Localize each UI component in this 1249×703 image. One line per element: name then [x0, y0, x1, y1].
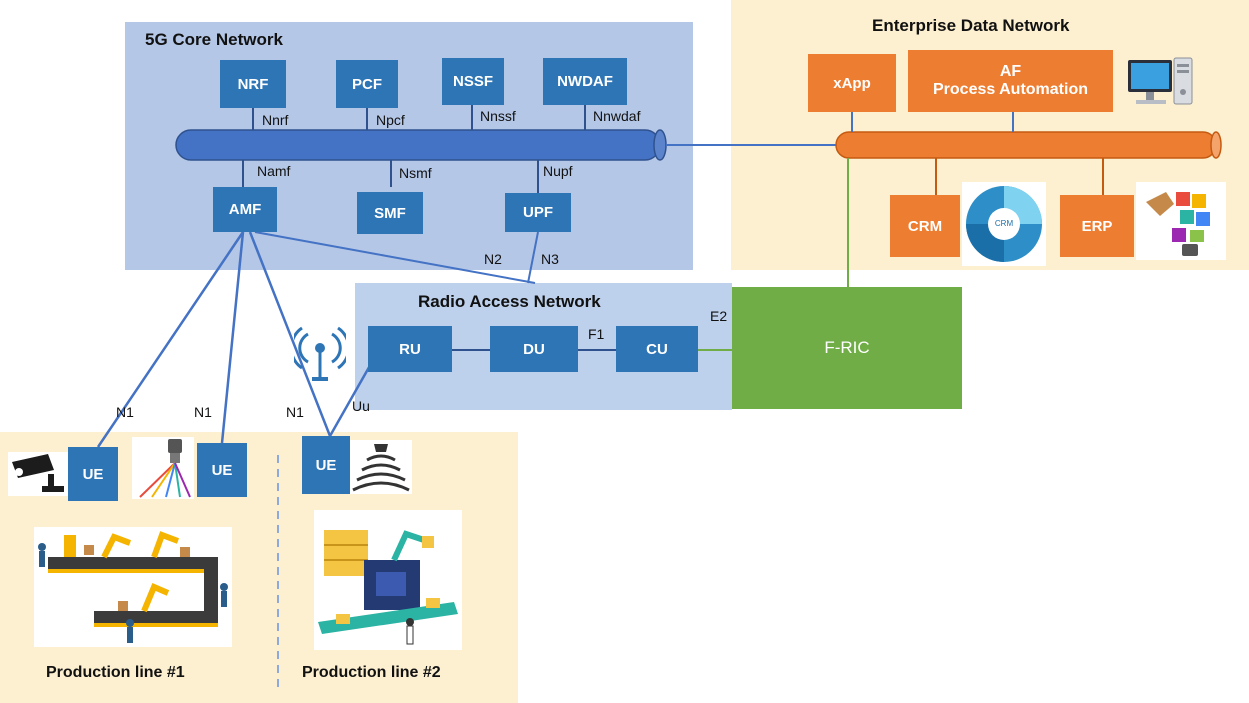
- camera-icon: [8, 452, 68, 496]
- nupf-label: Nupf: [543, 163, 573, 179]
- e2-label: E2: [710, 308, 728, 324]
- n2-label: N2: [484, 251, 502, 267]
- erp-node[interactable]: ERP: [1060, 195, 1134, 257]
- crm-node[interactable]: CRM: [890, 195, 960, 257]
- antenna-icon: [294, 326, 346, 381]
- core-network-title: 5G Core Network: [145, 30, 283, 49]
- crm-wheel-icon: CRM: [962, 182, 1046, 266]
- erp-puzzle-icon: [1136, 182, 1226, 260]
- production-line-1-title: Production line #1: [46, 664, 185, 681]
- namf-label: Namf: [257, 163, 291, 179]
- pcf-node[interactable]: PCF: [336, 60, 398, 108]
- amf-node[interactable]: AMF: [213, 187, 277, 232]
- npcf-label: Npcf: [376, 112, 405, 128]
- n1-label-3: N1: [286, 404, 304, 420]
- af-node[interactable]: AF Process Automation: [908, 50, 1113, 112]
- ru-node[interactable]: RU: [368, 326, 452, 372]
- f1-label: F1: [588, 326, 605, 342]
- nwdaf-node[interactable]: NWDAF: [543, 58, 627, 105]
- nnwdaf-label: Nnwdaf: [593, 108, 641, 124]
- n3-label: N3: [541, 251, 559, 267]
- nnssf-label: Nnssf: [480, 108, 516, 124]
- n1-label-2: N1: [194, 404, 212, 420]
- af-label: AF: [999, 63, 1022, 80]
- laser-scanner-icon: [132, 437, 194, 499]
- computer-icon: [1128, 57, 1193, 105]
- factory-line-2-image: [314, 510, 462, 650]
- ran-title: Radio Access Network: [418, 292, 601, 311]
- crm-icon-text: CRM: [995, 219, 1014, 228]
- uu-label: Uu: [352, 398, 370, 414]
- enterprise-network-title: Enterprise Data Network: [872, 16, 1070, 35]
- n1-label-1: N1: [116, 404, 134, 420]
- cu-node[interactable]: CU: [616, 326, 698, 372]
- nssf-node[interactable]: NSSF: [442, 58, 504, 105]
- xapp-node[interactable]: xApp: [808, 54, 896, 112]
- nrf-node[interactable]: NRF: [220, 60, 286, 108]
- ue-node-2[interactable]: UE: [197, 443, 247, 497]
- af-sublabel: Process Automation: [933, 81, 1088, 98]
- factory-line-1-image: [34, 527, 232, 647]
- sensor-icon: [350, 440, 412, 494]
- f-ric-node[interactable]: F-RIC: [732, 287, 962, 409]
- du-node[interactable]: DU: [490, 326, 578, 372]
- upf-node[interactable]: UPF: [505, 193, 571, 232]
- production-line-2-title: Production line #2: [302, 664, 441, 681]
- ue-node-3[interactable]: UE: [302, 436, 350, 494]
- nsmf-label: Nsmf: [399, 165, 432, 181]
- ue-node-1[interactable]: UE: [68, 447, 118, 501]
- smf-node[interactable]: SMF: [357, 192, 423, 234]
- nnrf-label: Nnrf: [262, 112, 289, 128]
